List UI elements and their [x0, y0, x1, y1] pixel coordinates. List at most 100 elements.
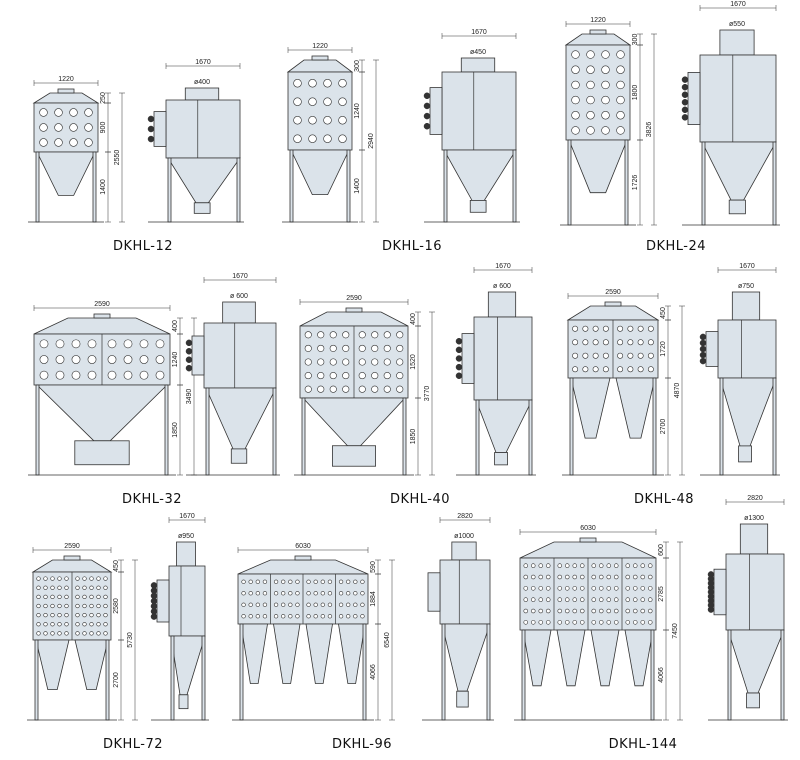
total-height-dim: 3770: [424, 386, 431, 402]
side-width-dim: 1670: [195, 59, 211, 66]
filter-hole: [582, 352, 589, 359]
filter-hole: [598, 563, 604, 568]
filter-hole: [579, 586, 585, 591]
filter-hole: [293, 79, 302, 88]
filter-hole: [248, 614, 253, 619]
filter-hole: [616, 65, 625, 74]
side-hopper-cone: [727, 629, 785, 694]
hopper-cone: [305, 623, 333, 684]
side-hopper-cone: [475, 399, 533, 453]
filter-hole: [43, 585, 48, 590]
filter-hole: [323, 97, 332, 106]
filter-hole: [313, 591, 318, 596]
filter-hole: [557, 620, 562, 625]
filter-hole: [625, 586, 630, 591]
side-width-dim: 1670: [495, 263, 511, 270]
filter-hole: [43, 613, 48, 618]
hopper-cone: [36, 151, 96, 196]
filter-hole: [255, 614, 260, 619]
side-housing: [439, 559, 491, 625]
filter-hole: [592, 352, 599, 359]
filter-hole: [84, 138, 93, 147]
filter-hole: [64, 631, 69, 636]
support-leg: [567, 139, 572, 226]
front-width-dim: 1220: [58, 76, 74, 83]
filter-hole: [613, 608, 619, 614]
filter-hole: [248, 579, 253, 584]
filter-hole: [241, 614, 246, 619]
top-outlet-flange: [589, 29, 607, 35]
outlet-diameter-label: ø 600: [493, 283, 511, 290]
filter-hole: [75, 622, 80, 627]
model-label: DKHL-12: [113, 239, 173, 254]
filter-hole: [383, 372, 391, 380]
filter-hole: [288, 579, 293, 584]
support-leg: [201, 635, 206, 721]
filter-hole: [647, 597, 653, 602]
outlet-diameter-label: ø400: [194, 79, 210, 86]
top-outlet-flange: [579, 537, 597, 543]
filter-hole: [396, 331, 404, 339]
filter-hole: [572, 586, 577, 591]
total-height-dim: 7450: [672, 623, 679, 639]
filter-hole: [396, 344, 404, 352]
filter-hole: [383, 385, 391, 393]
side-width-dim: 1670: [730, 1, 746, 8]
filter-hole: [371, 344, 379, 352]
filter-hole: [293, 97, 302, 106]
filter-hole: [586, 65, 595, 74]
filter-hole: [613, 563, 619, 568]
air-header: [713, 568, 727, 616]
side-width-dim: 1670: [471, 29, 487, 36]
filter-hole: [329, 372, 337, 380]
top-height-dim: 300: [354, 60, 361, 72]
filter-hole: [523, 574, 528, 580]
filter-height-dim: 1884: [370, 591, 377, 607]
filter-hole: [579, 608, 585, 614]
filter-hole: [647, 352, 654, 359]
filter-hole: [625, 563, 630, 568]
filter-hole: [342, 385, 350, 393]
filter-hole: [613, 597, 619, 602]
filter-hole: [602, 366, 609, 373]
top-height-dim: 400: [410, 313, 417, 325]
filter-hole: [320, 614, 325, 619]
filter-hole: [107, 339, 117, 349]
filter-hole: [82, 613, 87, 618]
filter-hole: [57, 613, 62, 618]
filter-hole: [602, 339, 609, 346]
side-width-dim: 1670: [179, 513, 195, 520]
side-dust-drum: [193, 202, 211, 214]
filter-hole: [36, 631, 41, 636]
pulse-valve: [185, 364, 193, 372]
total-height-dim: 3490: [186, 389, 193, 405]
air-header: [156, 579, 170, 623]
filter-hole: [538, 563, 543, 568]
filter-hole: [304, 358, 312, 366]
support-leg: [780, 629, 785, 721]
filter-hole: [371, 372, 379, 380]
filter-hole: [36, 585, 41, 590]
filter-height-dim: 1520: [410, 354, 417, 370]
filter-hole: [572, 339, 579, 346]
filter-hole: [545, 597, 551, 602]
filter-hole: [64, 585, 69, 590]
filter-height-dim: 1240: [354, 103, 361, 119]
pulse-valve: [147, 135, 155, 143]
side-housing: [441, 71, 517, 151]
filter-hole: [54, 123, 63, 132]
filter-hole: [572, 352, 579, 359]
filter-hole: [617, 325, 624, 332]
filter-hole: [295, 614, 300, 619]
filter-hole: [89, 594, 94, 599]
filter-hole: [625, 597, 630, 602]
filter-hole: [538, 597, 543, 602]
filter-hole: [625, 620, 630, 625]
pulse-valve: [185, 348, 193, 355]
filter-hole: [36, 603, 41, 609]
pulse-valve: [455, 346, 463, 354]
